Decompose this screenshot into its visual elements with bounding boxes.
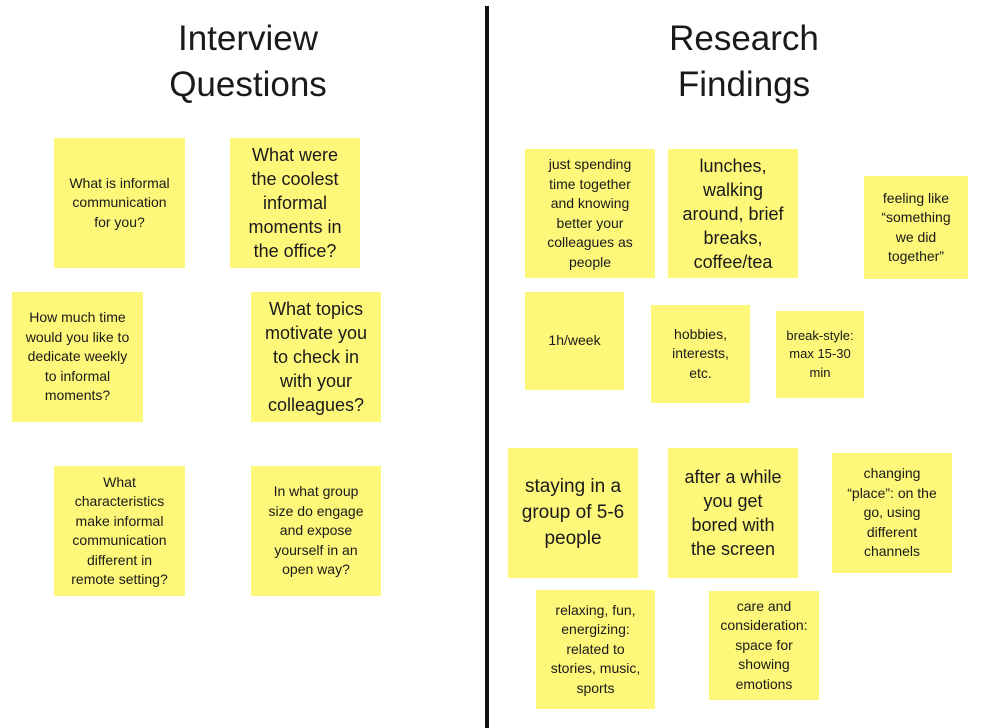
question-text: What were the coolest informal moments i… bbox=[248, 145, 342, 261]
finding-note[interactable]: relaxing, fun, energizing: related to st… bbox=[536, 590, 655, 709]
finding-text: lunches, walking around, brief breaks, c… bbox=[682, 155, 784, 272]
finding-note[interactable]: lunches, walking around, brief breaks, c… bbox=[668, 149, 798, 278]
finding-text: break-style: max 15-30 min bbox=[786, 327, 854, 380]
interview-questions-title: Interview Questions bbox=[169, 19, 327, 104]
finding-text: care and consideration: space for showin… bbox=[720, 597, 808, 692]
question-note[interactable]: What were the coolest informal moments i… bbox=[230, 138, 360, 268]
research-findings-title: Research Findings bbox=[669, 19, 819, 104]
finding-text: relaxing, fun, energizing: related to st… bbox=[550, 601, 641, 696]
question-note[interactable]: How much time would you like to dedicate… bbox=[12, 292, 143, 422]
finding-text: 1h/week bbox=[548, 332, 601, 349]
finding-note[interactable]: staying in a group of 5-6 people bbox=[508, 448, 638, 578]
finding-text: hobbies, interests, etc. bbox=[672, 325, 729, 381]
question-note[interactable]: What topics motivate you to check in wit… bbox=[251, 292, 381, 422]
finding-note[interactable]: hobbies, interests, etc. bbox=[651, 305, 750, 403]
question-text: How much time would you like to dedicate… bbox=[25, 309, 130, 404]
question-text: What topics motivate you to check in wit… bbox=[264, 299, 368, 415]
question-note[interactable]: What is informal communication for you? bbox=[54, 138, 185, 268]
question-text: What characteristics make informal commu… bbox=[71, 473, 168, 588]
finding-text: feeling like “something we did together” bbox=[881, 189, 951, 265]
finding-text: staying in a group of 5-6 people bbox=[521, 476, 625, 549]
question-text: In what group size do engage and expose … bbox=[268, 483, 364, 578]
finding-note[interactable]: changing “place”: on the go, using diffe… bbox=[832, 453, 952, 573]
finding-note[interactable]: just spending time together and knowing … bbox=[525, 149, 655, 278]
finding-note[interactable]: care and consideration: space for showin… bbox=[709, 591, 819, 700]
finding-text: changing “place”: on the go, using diffe… bbox=[847, 465, 937, 560]
finding-note[interactable]: after a while you get bored with the scr… bbox=[668, 448, 798, 578]
finding-text: after a while you get bored with the scr… bbox=[684, 467, 782, 559]
finding-note[interactable]: 1h/week bbox=[525, 292, 624, 390]
column-divider bbox=[485, 6, 489, 728]
question-text: What is informal communication for you? bbox=[69, 174, 170, 230]
finding-text: just spending time together and knowing … bbox=[547, 156, 633, 270]
finding-note[interactable]: break-style: max 15-30 min bbox=[776, 311, 864, 398]
question-note[interactable]: What characteristics make informal commu… bbox=[54, 466, 185, 596]
finding-note[interactable]: feeling like “something we did together” bbox=[864, 176, 968, 279]
question-note[interactable]: In what group size do engage and expose … bbox=[251, 466, 381, 596]
